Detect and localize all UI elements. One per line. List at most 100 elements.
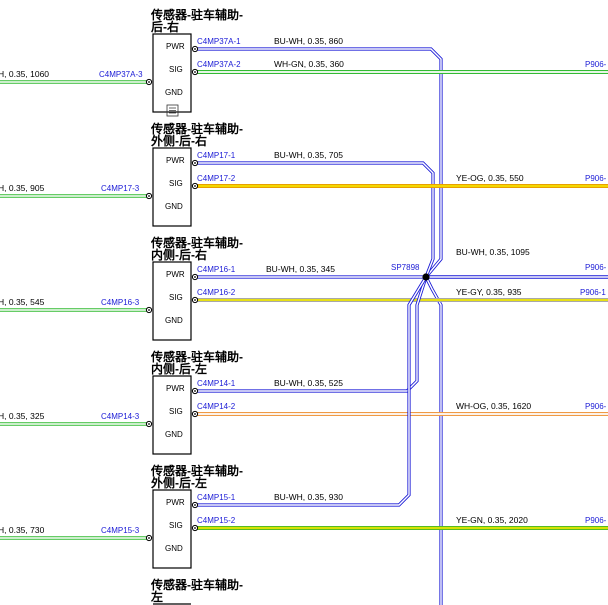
sensor-title-line1: 传感器-驻车辅助- bbox=[150, 463, 243, 478]
sig-dest-4: P906- bbox=[585, 516, 607, 525]
sensor-title-line2: 后-右 bbox=[151, 19, 179, 34]
sig-wire-label-3: WH-OG, 0.35, 1620 bbox=[456, 401, 531, 411]
gnd-terminal-0-dot bbox=[148, 81, 150, 83]
pwr-connector-2: C4MP16-1 bbox=[197, 265, 236, 274]
sig-wire-label-2: YE-GY, 0.35, 935 bbox=[456, 287, 522, 297]
component-icon-lines bbox=[169, 107, 176, 114]
splice-label: SP7898 bbox=[391, 263, 420, 272]
sig-connector-4: C4MP15-2 bbox=[197, 516, 236, 525]
gnd-terminal-2-dot bbox=[148, 309, 150, 311]
pin-label-gnd: GND bbox=[165, 316, 183, 325]
gnd-wire-label-4: H, 0.35, 730 bbox=[0, 525, 45, 535]
sig-connector-0: C4MP37A-2 bbox=[197, 60, 241, 69]
sensor-box bbox=[152, 147, 192, 227]
splice-trunk-label: BU-WH, 0.35, 1095 bbox=[456, 247, 530, 257]
pwr-terminal-0-dot bbox=[194, 48, 196, 50]
pin-label-sig: SIG bbox=[169, 407, 183, 416]
pwr-connector-3: C4MP14-1 bbox=[197, 379, 236, 388]
sig-wire-label-0: WH-GN, 0.35, 360 bbox=[274, 59, 344, 69]
gnd-connector-3: C4MP14-3 bbox=[101, 412, 140, 421]
sig-dest-1: P906- bbox=[585, 174, 607, 183]
pin-label-sig: SIG bbox=[169, 65, 183, 74]
gnd-connector-4: C4MP15-3 bbox=[101, 526, 140, 535]
bus-down-wire bbox=[424, 276, 443, 605]
gnd-wire-label-1: H, 0.35, 905 bbox=[0, 183, 45, 193]
sensor-title-line2: 左 bbox=[150, 589, 163, 604]
sensor-title-line1: 传感器-驻车辅助- bbox=[150, 349, 243, 364]
sensor-box bbox=[152, 33, 192, 113]
pwr-wire-label-2: BU-WH, 0.35, 345 bbox=[266, 264, 335, 274]
sig-connector-2: C4MP16-2 bbox=[197, 288, 236, 297]
bus-down-wire-stripe bbox=[425, 276, 442, 605]
gnd-connector-2: C4MP16-3 bbox=[101, 298, 140, 307]
pwr-terminal-1-dot bbox=[194, 162, 196, 164]
sig-terminal-4-dot bbox=[194, 527, 196, 529]
gnd-wire-label-3: H, 0.35, 325 bbox=[0, 411, 45, 421]
sensor-block-5: 传感器-驻车辅助-左 bbox=[150, 577, 243, 605]
pwr-connector-1: C4MP17-1 bbox=[197, 151, 236, 160]
sensor-block-0: 传感器-驻车辅助-后-右 PWR SIG GND bbox=[150, 7, 243, 117]
pwr-terminal-3-dot bbox=[194, 390, 196, 392]
gnd-wire-label-2: H, 0.35, 545 bbox=[0, 297, 45, 307]
gnd-terminal-3-dot bbox=[148, 423, 150, 425]
gnd-terminal-4-dot bbox=[148, 537, 150, 539]
gnd-terminal-1-dot bbox=[148, 195, 150, 197]
sensor-box bbox=[152, 489, 192, 569]
sig-terminal-0-dot bbox=[194, 71, 196, 73]
sig-wire-label-1: YE-OG, 0.35, 550 bbox=[456, 173, 524, 183]
pwr-wire-0-stripe bbox=[195, 48, 442, 278]
pwr-connector-4: C4MP15-1 bbox=[197, 493, 236, 502]
pwr-connector-0: C4MP37A-1 bbox=[197, 37, 241, 46]
sensor-box bbox=[152, 261, 192, 341]
sig-dest-0: P906- bbox=[585, 60, 607, 69]
sensor-block-1: 传感器-驻车辅助-外侧-后-右 PWR SIG GND bbox=[150, 121, 243, 227]
pwr-wire-label-0: BU-WH, 0.35, 860 bbox=[274, 36, 343, 46]
sensor-title-line1: 传感器-驻车辅助- bbox=[150, 7, 243, 22]
pwr-wire-1 bbox=[195, 161, 435, 278]
pin-label-pwr: PWR bbox=[166, 156, 185, 165]
pin-label-sig: SIG bbox=[169, 179, 183, 188]
pin-label-pwr: PWR bbox=[166, 384, 185, 393]
pin-label-pwr: PWR bbox=[166, 42, 185, 51]
pwr-wire-label-3: BU-WH, 0.35, 525 bbox=[274, 378, 343, 388]
sensor-title-line1: 传感器-驻车辅助- bbox=[150, 235, 243, 250]
splice-trunk-dest: P906- bbox=[585, 263, 607, 272]
pwr-wire-3 bbox=[195, 276, 428, 393]
sig-terminal-1-dot bbox=[194, 185, 196, 187]
pwr-wire-4-stripe bbox=[195, 276, 427, 506]
pin-label-pwr: PWR bbox=[166, 498, 185, 507]
sig-connector-3: C4MP14-2 bbox=[197, 402, 236, 411]
component-icon bbox=[166, 104, 179, 117]
pwr-terminal-4-dot bbox=[194, 504, 196, 506]
pwr-wire-4 bbox=[195, 276, 428, 507]
pwr-wire-label-1: BU-WH, 0.35, 705 bbox=[274, 150, 343, 160]
gnd-connector-1: C4MP17-3 bbox=[101, 184, 140, 193]
sig-terminal-2-dot bbox=[194, 299, 196, 301]
sensor-title-line2: 外侧-后-右 bbox=[151, 133, 207, 148]
sig-wire-label-4: YE-GN, 0.35, 2020 bbox=[456, 515, 528, 525]
pwr-wire-label-4: BU-WH, 0.35, 930 bbox=[274, 492, 343, 502]
pwr-terminal-2-dot bbox=[194, 276, 196, 278]
sensor-title-line2: 内侧-后-左 bbox=[151, 361, 207, 376]
pwr-wire-3-stripe bbox=[195, 276, 427, 392]
sig-dest-3: P906- bbox=[585, 402, 607, 411]
sig-connector-1: C4MP17-2 bbox=[197, 174, 236, 183]
splice-node bbox=[422, 273, 430, 281]
bus-down-wire-outer bbox=[424, 276, 443, 605]
sensor-title-line1: 传感器-驻车辅助- bbox=[150, 121, 243, 136]
sensor-title-line1: 传感器-驻车辅助- bbox=[150, 577, 243, 592]
pin-label-gnd: GND bbox=[165, 88, 183, 97]
pwr-wire-1-stripe bbox=[195, 162, 434, 278]
gnd-connector-0: C4MP37A-3 bbox=[99, 70, 143, 79]
pin-label-sig: SIG bbox=[169, 293, 183, 302]
pin-label-gnd: GND bbox=[165, 544, 183, 553]
sensor-title-line2: 外侧-后-左 bbox=[151, 475, 207, 490]
pin-label-pwr: PWR bbox=[166, 270, 185, 279]
gnd-wire-label-0: H, 0.35, 1060 bbox=[0, 69, 49, 79]
sig-terminal-3-dot bbox=[194, 413, 196, 415]
pin-label-gnd: GND bbox=[165, 202, 183, 211]
